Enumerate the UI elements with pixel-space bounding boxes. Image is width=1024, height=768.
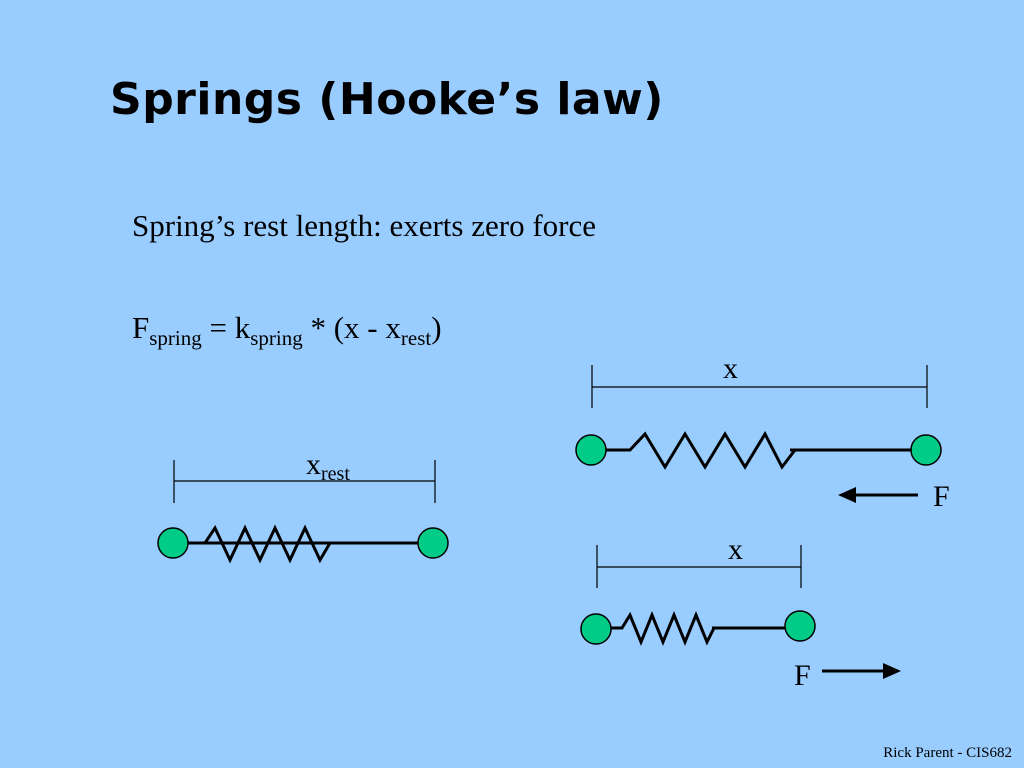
stretched-length-label: x (723, 352, 738, 385)
rest-spring-coil (188, 524, 332, 564)
compressed-dimension-bracket (596, 545, 802, 588)
stretched-force-arrow (838, 487, 918, 503)
formula-end: ) (431, 310, 442, 345)
stretched-left-mass (575, 434, 607, 466)
formula-f: F (132, 310, 150, 345)
rest-length-label-sub: rest (321, 463, 350, 485)
slide-title: Springs (Hooke’s law) (110, 74, 664, 125)
rest-spring-group (157, 460, 449, 564)
compressed-spring-coil (608, 611, 716, 646)
compressed-spring-group (580, 545, 901, 679)
rest-dimension-bracket (173, 460, 436, 503)
formula-f-sub: spring (149, 326, 202, 350)
compressed-force-label: F (794, 659, 811, 692)
rest-left-mass (157, 527, 189, 559)
stretched-spring-coil (605, 430, 797, 470)
rest-length-label-x: x (306, 448, 321, 481)
hooke-formula: Fspring = kspring * (x - xrest) (132, 310, 442, 349)
formula-mid: * (x - x (302, 310, 401, 345)
stretched-right-mass (910, 434, 942, 466)
formula-eq: = k (201, 310, 251, 345)
formula-x-sub: rest (400, 326, 432, 350)
compressed-force-arrow (822, 663, 901, 679)
slide-footer: Rick Parent - CIS682 (883, 745, 1012, 761)
compressed-left-mass (580, 613, 612, 645)
compressed-right-mass (784, 610, 816, 642)
stretched-force-label: F (933, 480, 950, 513)
rest-length-text: Spring’s rest length: exerts zero force (132, 208, 596, 243)
stretched-dimension-bracket (591, 365, 928, 408)
compressed-length-label: x (728, 533, 743, 566)
rest-length-label: xrest (306, 448, 350, 485)
formula-k-sub: spring (250, 326, 303, 350)
stretched-spring-group (575, 365, 942, 503)
rest-right-mass (417, 527, 449, 559)
